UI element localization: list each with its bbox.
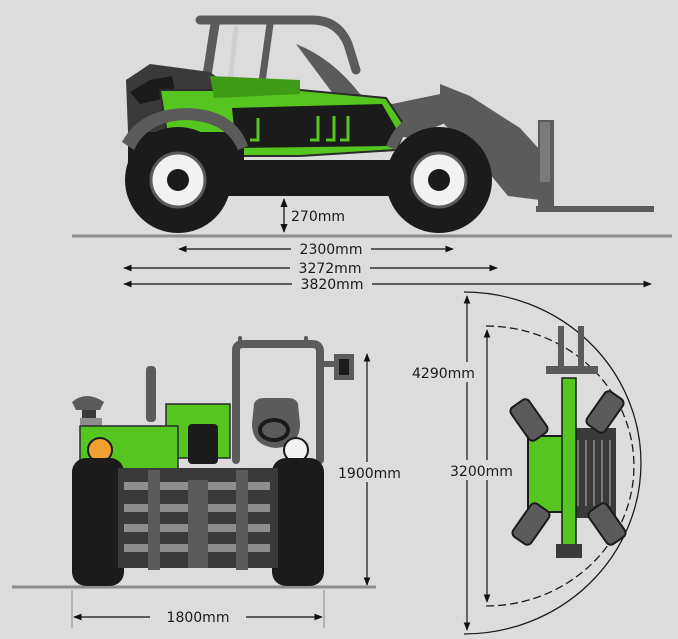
top-wheels — [509, 390, 627, 546]
top-view: 4290mm 3200mm — [410, 291, 642, 635]
exhaust-pipe — [146, 366, 156, 422]
outer-turning-arc — [463, 291, 642, 635]
ground-clearance-label: 270mm — [291, 209, 345, 225]
cab-frame — [195, 15, 361, 87]
side-dark-panel — [232, 104, 396, 148]
top-boom — [561, 377, 577, 549]
side-green-engine-hood — [210, 76, 300, 98]
inner-radius-label: 3200mm — [450, 464, 513, 480]
overall-length-label: 3820mm — [301, 277, 364, 293]
top-forks — [546, 326, 598, 374]
front-left-tire — [72, 458, 124, 586]
front-wheel — [386, 127, 492, 233]
wheelbase-label: 2300mm — [300, 242, 363, 258]
front-right-tire — [272, 458, 324, 586]
fork-carriage — [538, 120, 554, 210]
length-label: 3272mm — [299, 261, 362, 277]
beacon-lamp — [72, 396, 104, 410]
side-chassis-lower — [200, 160, 420, 196]
wheelbase-dimension: 2300mm — [178, 242, 454, 258]
height-label: 1900mm — [338, 466, 401, 482]
rear-wheel — [125, 127, 231, 233]
width-label: 1800mm — [167, 610, 230, 626]
fork-tine — [536, 206, 654, 212]
overall-length-dimension: 3820mm — [123, 277, 652, 293]
side-view: 270mm 2300mm 3272mm 3820mm — [72, 15, 672, 293]
front-wheel-fender — [386, 108, 494, 150]
rear-wheel-fender — [122, 108, 248, 150]
boom — [296, 44, 452, 138]
outer-radius-label: 4290mm — [412, 366, 475, 382]
length-dimension: 3272mm — [123, 261, 498, 277]
top-green-body — [527, 435, 567, 513]
front-fork-uprights — [148, 470, 248, 570]
side-grab-handles — [250, 116, 350, 142]
front-view: 1900mm 1800mm — [12, 336, 406, 628]
front-cab-frame — [232, 336, 343, 464]
